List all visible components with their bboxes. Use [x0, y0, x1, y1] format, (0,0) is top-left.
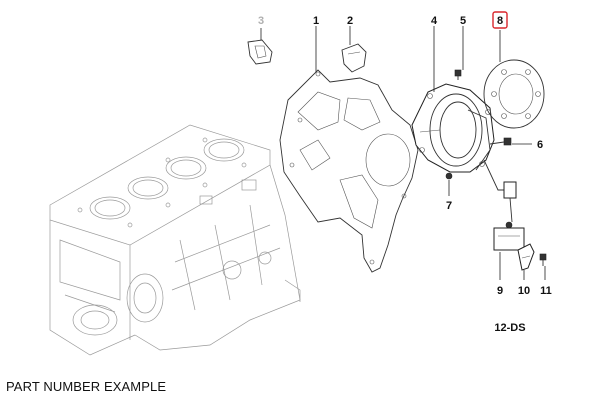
screw-part-7[interactable]	[445, 172, 453, 180]
cover-part-2[interactable]	[341, 43, 367, 73]
leader-lines	[260, 26, 546, 280]
callout-8[interactable]: 8	[497, 15, 503, 27]
engine-block-illustration	[49, 124, 301, 356]
callout-labels: 1 2 3 4 5 6 7 8 9 10 11	[258, 11, 552, 297]
callout-11[interactable]: 11	[540, 285, 552, 297]
bracket-part-10[interactable]	[517, 243, 535, 271]
callout-4[interactable]: 4	[431, 15, 438, 27]
bolt-part-5[interactable]	[454, 69, 462, 80]
diagram-code: 12-DS	[494, 322, 525, 334]
callout-8-highlight-box	[492, 11, 508, 29]
callout-10[interactable]: 10	[518, 285, 530, 297]
bolt-part-6[interactable]	[489, 137, 512, 146]
callout-2[interactable]: 2	[347, 15, 353, 27]
callout-6[interactable]: 6	[537, 139, 543, 151]
caption: PART NUMBER EXAMPLE	[6, 379, 167, 394]
seal-carrier-part-4[interactable]	[411, 83, 495, 173]
clip-part-3[interactable]	[247, 39, 273, 65]
gasket-part-1[interactable]	[279, 69, 419, 273]
screw-part-11[interactable]	[539, 253, 547, 266]
ring-part-8[interactable]	[483, 59, 545, 129]
callout-7[interactable]: 7	[446, 200, 452, 212]
callout-3[interactable]: 3	[258, 15, 264, 27]
callout-1[interactable]: 1	[313, 15, 319, 27]
callout-5[interactable]: 5	[460, 15, 466, 27]
callout-9[interactable]: 9	[497, 285, 503, 297]
sensor-part-9[interactable]	[483, 159, 525, 251]
